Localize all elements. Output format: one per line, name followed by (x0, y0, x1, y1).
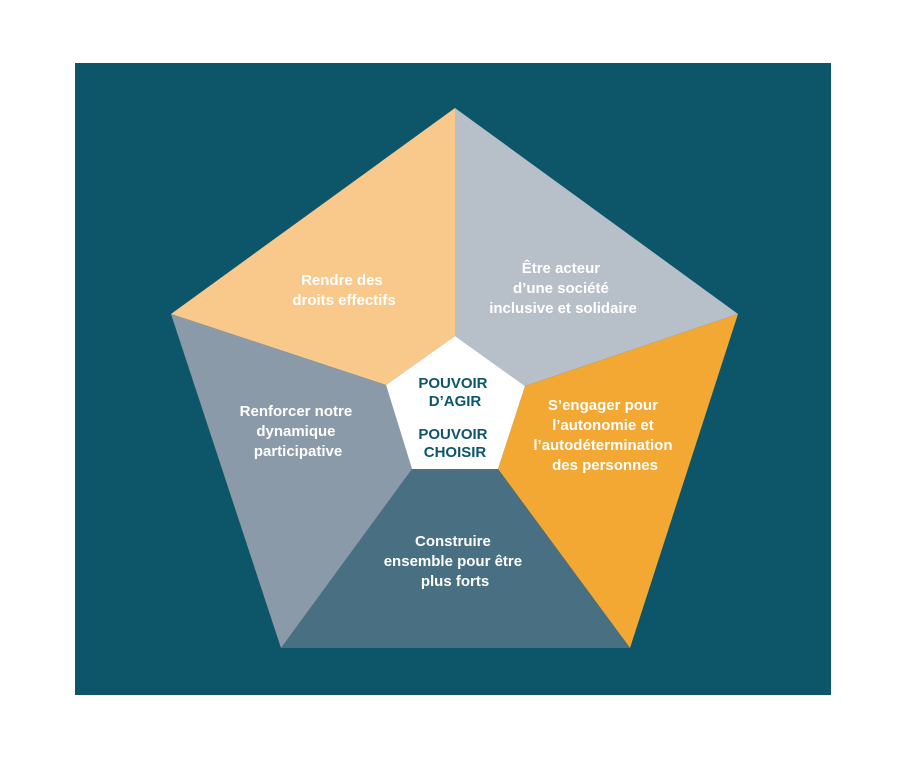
label-line: participative (254, 443, 342, 460)
label-line: l’autodétermination (533, 437, 672, 454)
label-line: Rendre des (301, 272, 383, 289)
center-line: POUVOIR (418, 375, 487, 392)
segment-etre-acteur (455, 108, 738, 386)
label-line: plus forts (421, 573, 489, 590)
label-line: d’une société (513, 280, 609, 297)
label-line: Renforcer notre (240, 403, 353, 420)
center-line: POUVOIR (418, 426, 487, 443)
center-line: CHOISIR (424, 444, 487, 461)
label-line: dynamique (256, 423, 335, 440)
label-right: S’engager pour l’autonomie et l’autodéte… (533, 397, 676, 474)
label-line: Être acteur (522, 259, 601, 277)
label-line: inclusive et solidaire (489, 300, 637, 317)
label-line: l’autonomie et (552, 417, 654, 434)
label-line: des personnes (552, 457, 658, 474)
label-line: droits effectifs (292, 292, 395, 309)
label-line: S’engager pour (548, 397, 658, 414)
center-label-pouvoir-choisir: POUVOIR CHOISIR (418, 426, 491, 461)
segment-construire-ensemble (281, 469, 630, 648)
label-bottom: Construire ensemble pour être plus forts (384, 533, 527, 590)
label-left: Renforcer notre dynamique participative (240, 403, 357, 460)
segment-renforcer (171, 314, 412, 648)
label-line: Construire (415, 533, 491, 550)
segment-s-engager (498, 314, 738, 648)
label-top-left: Rendre des droits effectifs (292, 272, 395, 309)
segment-rendre-des-droits (171, 108, 455, 385)
center-pentagon (386, 336, 525, 469)
center-label-pouvoir-agir: POUVOIR D’AGIR (418, 375, 491, 410)
label-top-right: Être acteur d’une société inclusive et s… (489, 259, 637, 317)
label-line: ensemble pour être (384, 553, 522, 570)
center-line: D’AGIR (429, 393, 482, 410)
